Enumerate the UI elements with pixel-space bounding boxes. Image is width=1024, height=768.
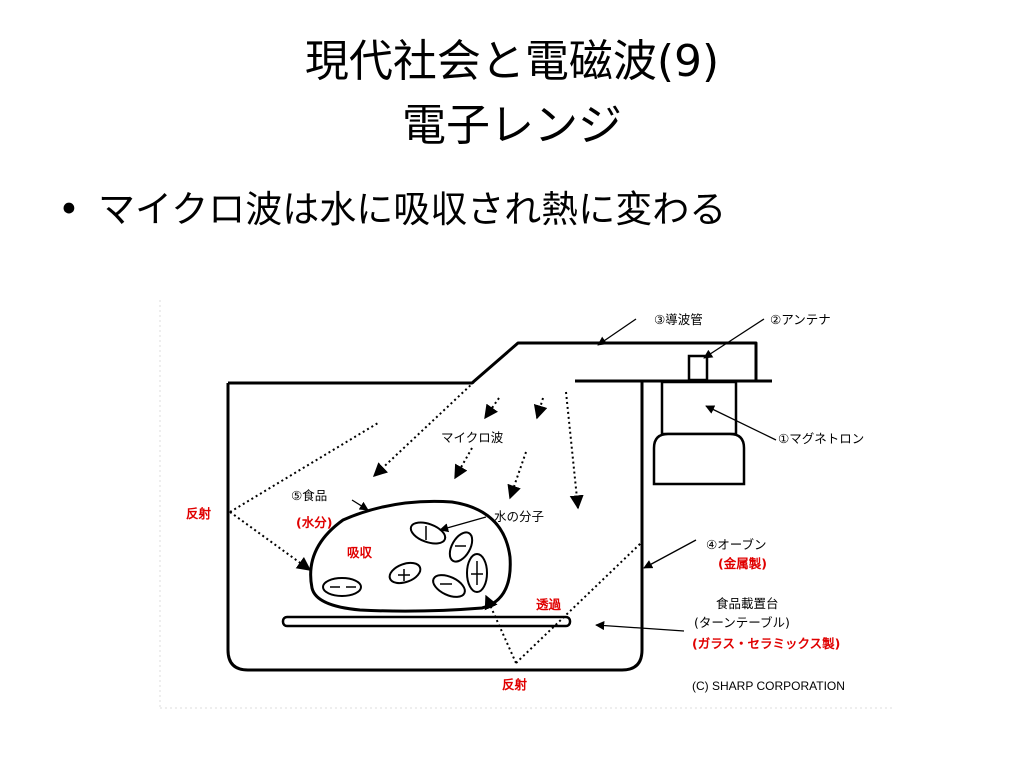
label-turntable: 食品載置台 [716,596,779,611]
label-food-material: (水分) [296,515,332,530]
label-transmission: 透過 [536,597,562,612]
label-magnetron: ①マグネトロン [778,431,864,446]
reflection-path-lines [229,422,642,664]
label-food: ⑤食品 [291,488,327,503]
label-reflection-bottom: 反射 [502,677,528,692]
bullet-text: マイクロ波は水に吸収され熱に変わる [98,188,727,231]
label-antenna: ②アンテナ [770,312,831,327]
leader-arrows [351,318,777,632]
water-molecule [409,521,447,545]
slide-title-line1: 現代社会と電磁波(9) [304,36,720,87]
copyright-text: (C) SHARP CORPORATION [692,679,845,693]
label-turntable-sub: (ターンテーブル) [694,615,790,630]
turntable-shape [281,615,572,628]
water-molecule [432,574,466,598]
bullet-dot-icon: • [58,188,80,231]
magnetron-neck [660,380,738,436]
water-molecule [388,561,422,585]
label-waveguide: ③導波管 [654,312,703,327]
antenna-shape [687,354,709,382]
water-molecule [448,531,474,563]
magnetron-body [652,432,746,486]
label-microwave: マイクロ波 [441,430,504,445]
label-turntable-material: (ガラス・セラミックス製) [692,636,840,651]
label-reflection-left: 反射 [186,506,212,521]
bullet-item: • マイクロ波は水に吸収され熱に変わる [58,186,726,234]
microwave-path-arrows [229,381,584,664]
label-oven-material: (金属製) [718,556,767,571]
label-water-molecule: 水の分子 [494,509,544,524]
slide-title-line2: 電子レンジ [402,100,622,151]
label-oven: ④オーブン [706,537,766,552]
water-molecule [466,553,488,593]
water-molecule [322,577,362,597]
oven-body-outline [226,341,758,672]
label-absorption: 吸収 [347,545,373,560]
